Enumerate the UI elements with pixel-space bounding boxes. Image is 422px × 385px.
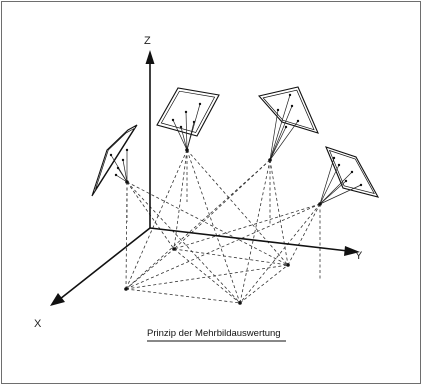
projection-center [318, 202, 322, 206]
image-point [296, 119, 300, 123]
y-axis [149, 227, 349, 252]
image-point [125, 148, 129, 152]
image-point [121, 158, 125, 162]
projection-ray [239, 159, 271, 304]
x-axis-arrowhead [50, 293, 65, 306]
image-frame-inner [160, 90, 216, 133]
image-ray [319, 184, 362, 205]
image-frame-outer [156, 87, 220, 137]
camera-image [257, 86, 319, 162]
image-point [288, 93, 292, 97]
projection-ray [126, 181, 241, 304]
image-point [332, 156, 336, 160]
image-ray [319, 171, 353, 205]
image-ray [269, 126, 287, 161]
image-point [290, 104, 294, 108]
camera-image [156, 87, 220, 152]
ground-link [173, 248, 289, 266]
image-ray [319, 164, 340, 205]
projection-center [185, 148, 189, 152]
x-axis-label: X [34, 318, 42, 330]
projection-ray [186, 149, 289, 266]
projection-ray [173, 149, 188, 250]
image-ray [117, 167, 128, 183]
image-ray [180, 126, 188, 151]
image-ray [269, 94, 291, 161]
image-ray [269, 120, 299, 161]
image-ray [269, 105, 293, 161]
x-axis [59, 227, 151, 300]
projection-ray [126, 181, 289, 266]
projection-ray [173, 203, 321, 250]
image-ray [122, 159, 128, 183]
projection-ray [239, 203, 321, 304]
image-ray [269, 109, 279, 161]
camera-image [91, 124, 138, 197]
camera-images [91, 86, 380, 206]
ground-point [172, 247, 176, 251]
projection-rays [125, 149, 321, 304]
image-point [179, 125, 183, 129]
z-axis-label: Z [144, 35, 151, 47]
ground-point [286, 263, 290, 267]
image-point [337, 163, 341, 167]
image-point [198, 102, 202, 106]
image-ray [319, 180, 347, 205]
projection-ray [287, 203, 321, 266]
caption: Prinzip der Mehrbildauswertung [147, 328, 281, 339]
image-point [350, 170, 354, 174]
ground-point [238, 301, 242, 305]
projection-ray [125, 203, 321, 290]
image-frame-outer [257, 86, 319, 134]
ground-link [125, 288, 241, 304]
image-point [116, 166, 120, 170]
image-frame-inner [328, 149, 375, 195]
ground-points [124, 247, 290, 305]
image-point [359, 183, 363, 187]
image-point [114, 173, 118, 177]
z-axis-arrowhead [145, 50, 155, 64]
image-point [171, 118, 175, 122]
image-point [109, 153, 113, 157]
y-axis-label: Y [355, 250, 363, 262]
projection-ray [125, 159, 271, 290]
image-point [184, 110, 188, 114]
image-ray [186, 103, 201, 151]
image-ray [172, 119, 188, 151]
projection-ray [186, 149, 241, 304]
camera-image [318, 146, 380, 206]
image-ray [115, 174, 128, 183]
ground-link [125, 248, 175, 290]
projection-center [268, 158, 272, 162]
image-point [276, 108, 280, 112]
y-axis-arrowhead [344, 246, 360, 256]
image-point [344, 179, 348, 183]
image-frame-inner [95, 128, 135, 190]
image-ray [319, 157, 335, 205]
ground-droplines [125, 150, 321, 304]
ground-link [239, 264, 289, 304]
projection-center [125, 180, 129, 184]
image-point [284, 125, 288, 129]
ground-point [124, 287, 128, 291]
image-frame-inner [262, 89, 315, 131]
image-ray [185, 111, 188, 151]
